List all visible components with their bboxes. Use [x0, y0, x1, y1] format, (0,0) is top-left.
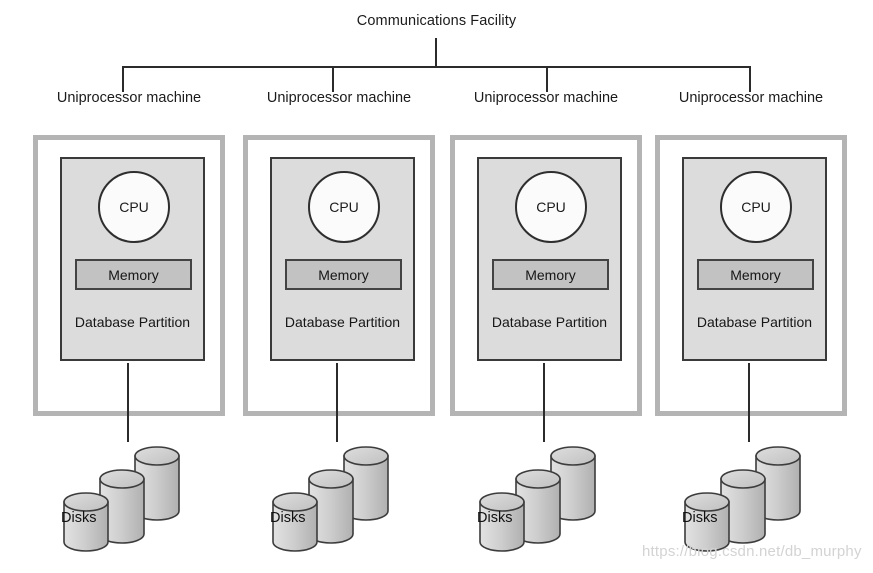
machine-3-partition-label: Database Partition [491, 314, 608, 330]
bus-line [122, 66, 751, 68]
disks-svg-1 [63, 446, 180, 552]
disk-cylinder-middle [308, 469, 354, 544]
disks-label-3: Disks [477, 510, 513, 526]
machine-4-label: Uniprocessor machine [678, 90, 824, 106]
machine-4-partition-label: Database Partition [696, 314, 813, 330]
machine-1-label: Uniprocessor machine [56, 90, 202, 106]
machine-2-chassis: CPU Memory Database Partition [243, 135, 435, 416]
machine-3-memory-label: Memory [525, 266, 576, 283]
machine-1-memory: Memory [75, 259, 192, 290]
disks-group-3: Disks [464, 432, 604, 552]
machine-1-cpu-label: CPU [119, 199, 149, 215]
disk-cylinder-front [684, 492, 730, 552]
disk-cylinder-middle [515, 469, 561, 544]
machine-4-memory: Memory [697, 259, 814, 290]
disk-cylinder-front [272, 492, 318, 552]
disk-cylinder-back [755, 446, 801, 521]
disk-cylinder-back [550, 446, 596, 521]
machine-4-cpu: CPU [720, 171, 792, 243]
disk-cylinder-front [479, 492, 525, 552]
machine-3-label: Uniprocessor machine [473, 90, 619, 106]
disks-label-2: Disks [270, 510, 306, 526]
drop-line-machine-2 [332, 66, 334, 92]
machine-4-cpu-label: CPU [741, 199, 771, 215]
disks-svg-2 [272, 446, 389, 552]
machine-1-chassis: CPU Memory Database Partition [33, 135, 225, 416]
machine-2-label: Uniprocessor machine [266, 90, 412, 106]
machine-3-cpu-label: CPU [536, 199, 566, 215]
machine-3-node-box: CPU Memory Database Partition [477, 157, 622, 361]
machine-2-node-box: CPU Memory Database Partition [270, 157, 415, 361]
facility-stem-line [435, 38, 437, 67]
machine-3-chassis: CPU Memory Database Partition [450, 135, 642, 416]
disk-link-line-3 [543, 363, 545, 442]
disk-cylinder-back [343, 446, 389, 521]
machine-4-chassis: CPU Memory Database Partition [655, 135, 847, 416]
disks-label-1: Disks [61, 510, 97, 526]
disk-link-line-2 [336, 363, 338, 442]
drop-line-machine-4 [749, 66, 751, 92]
disks-svg-4 [684, 446, 801, 552]
machine-3-memory: Memory [492, 259, 609, 290]
machine-1-cpu: CPU [98, 171, 170, 243]
disk-link-line-4 [748, 363, 750, 442]
drop-line-machine-1 [122, 66, 124, 92]
machine-1-partition-label: Database Partition [74, 314, 191, 330]
disk-cylinder-middle [99, 469, 145, 544]
machine-2-memory-label: Memory [318, 266, 369, 283]
machine-2-memory: Memory [285, 259, 402, 290]
machine-4-node-box: CPU Memory Database Partition [682, 157, 827, 361]
machine-1-node-box: CPU Memory Database Partition [60, 157, 205, 361]
disk-cylinder-front [63, 492, 109, 552]
disk-link-line-1 [127, 363, 129, 442]
disks-group-1: Disks [48, 432, 188, 552]
watermark: https://blog.csdn.net/db_murphy [642, 543, 862, 560]
disks-svg-3 [479, 446, 596, 552]
disks-label-4: Disks [682, 510, 718, 526]
machine-3-cpu: CPU [515, 171, 587, 243]
page-title: Communications Facility [356, 13, 517, 29]
machine-2-cpu: CPU [308, 171, 380, 243]
machine-4-memory-label: Memory [730, 266, 781, 283]
disks-group-2: Disks [257, 432, 397, 552]
drop-line-machine-3 [546, 66, 548, 92]
disks-group-4: Disks [669, 432, 809, 552]
machine-2-cpu-label: CPU [329, 199, 359, 215]
machine-2-partition-label: Database Partition [284, 314, 401, 330]
machine-1-memory-label: Memory [108, 266, 159, 283]
